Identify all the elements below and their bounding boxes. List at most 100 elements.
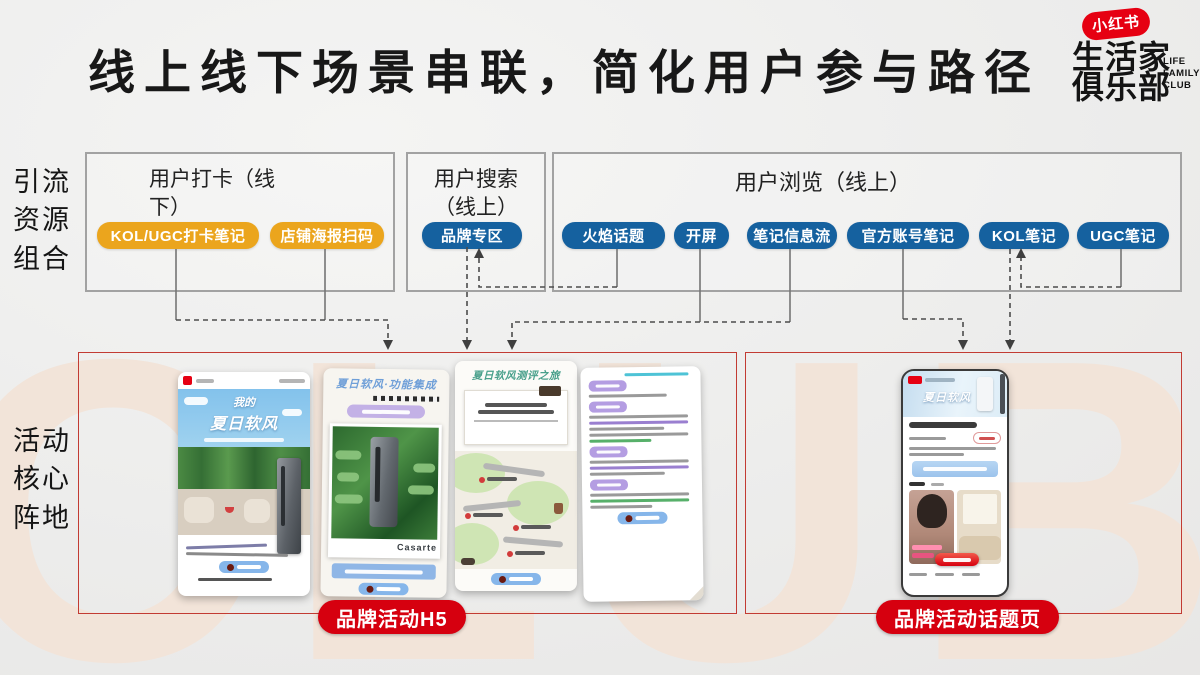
coffee-cup-icon [554, 503, 563, 514]
sofa-shape [184, 497, 214, 523]
blue-banner-button [331, 563, 436, 580]
air-conditioner-illustration [369, 436, 399, 528]
chip-kol-notes[interactable]: KOL笔记 [979, 222, 1069, 249]
chip-ugc-notes[interactable]: UGC笔记 [1077, 222, 1169, 249]
teal-squiggle-decoration [624, 372, 689, 377]
section-label-pill [588, 380, 627, 392]
checker-strip-decoration [373, 395, 440, 402]
flow-box-title: 用户打卡（线下） [149, 168, 275, 220]
logo-english-text: LIFE FAMILY CLUB [1163, 56, 1200, 92]
tab-active-placeholder [909, 482, 925, 486]
side-label-line: 资源 [13, 205, 71, 236]
cloud-shape [282, 409, 302, 416]
air-conditioner-illustration [977, 377, 993, 411]
air-conditioner-illustration [277, 458, 301, 554]
window-shape [962, 494, 997, 524]
handwriting-placeholder [185, 552, 289, 557]
feature-chip [413, 463, 436, 473]
h5-subtitle-placeholder [204, 438, 284, 442]
rule-text-placeholder [590, 492, 689, 497]
rule-text-placeholder [589, 459, 689, 464]
label-text-placeholder [596, 483, 622, 487]
chip-kol-ugc-checkin-note[interactable]: KOL/UGC打卡笔记 [97, 222, 259, 249]
rule-text-placeholder [589, 465, 689, 470]
h5-cta-button [358, 582, 409, 596]
handwriting-placeholder [198, 578, 273, 581]
rule-text-placeholder [589, 438, 652, 443]
note-card [464, 386, 568, 445]
zone-label-brand-topic-page: 品牌活动话题页 [876, 600, 1059, 634]
engagement-placeholder [935, 573, 954, 576]
note-text-placeholder [485, 403, 547, 407]
button-dot-icon [499, 575, 506, 583]
logo-brand-text: 生活家 俱乐部 [1072, 39, 1196, 106]
sofa-shape [244, 499, 270, 523]
h5-hero-sky: 我的 夏日软风 [178, 389, 310, 447]
car-icon [461, 558, 475, 565]
rules-section [588, 379, 693, 398]
map-pin-icon [513, 525, 551, 531]
polaroid-photo: Casarte [327, 423, 442, 559]
chip-splash-screen[interactable]: 开屏 [674, 222, 729, 249]
logo-brand-line1: 生活家 [1072, 39, 1172, 75]
h5-map-title: 夏日软风测评之旅 [472, 370, 560, 382]
button-text-placeholder [376, 586, 401, 592]
feed-card-interior [956, 490, 1001, 564]
road-shape [502, 536, 564, 548]
chip-official-account-notes[interactable]: 官方账号笔记 [847, 222, 969, 249]
chip-note-feed[interactable]: 笔记信息流 [747, 222, 837, 249]
engagement-row [909, 570, 1001, 579]
feature-chip [337, 472, 360, 482]
flow-box-title-line2: （线上） [434, 196, 518, 220]
feature-chip [334, 494, 363, 504]
rule-text-placeholder [589, 432, 689, 437]
button-text-placeholder [509, 577, 533, 581]
button-text-placeholder [635, 515, 660, 521]
watermelon-shape [225, 507, 234, 513]
section-label-pill [588, 401, 627, 413]
note-feed [909, 490, 1001, 566]
header-text-placeholder [196, 378, 214, 383]
phone-screenshot-h5-poster: 我的 夏日软风 [178, 372, 310, 596]
flow-box-title-line1: 用户搜索 [434, 168, 518, 191]
overlay-text-placeholder [912, 553, 934, 558]
green-patch [455, 453, 505, 493]
xiaohongshu-life-family-club-logo: 小红书 生活家 俱乐部 LIFE FAMILY CLUB [1072, 6, 1200, 106]
rule-text-placeholder [589, 471, 665, 476]
note-text-placeholder [478, 410, 554, 414]
xiaohongshu-mini-logo-icon [908, 376, 922, 384]
label-text-placeholder [595, 405, 620, 409]
side-label-line: 阵地 [13, 502, 71, 533]
phone-screenshot-h5-map: 夏日软风测评之旅 [455, 361, 577, 591]
xiaohongshu-mini-logo-icon [183, 376, 192, 385]
join-pill [973, 432, 1001, 444]
button-dot-icon [366, 585, 374, 593]
page-fold-decoration [689, 586, 704, 601]
rule-text-placeholder [588, 393, 667, 398]
overlay-text-placeholder [912, 545, 942, 550]
chip-store-poster-qrcode[interactable]: 店铺海报扫码 [270, 222, 384, 249]
h5-cta-button [219, 561, 269, 573]
button-dot-icon [625, 514, 633, 522]
journey-map-illustration [455, 451, 577, 569]
label-text-placeholder [595, 384, 620, 388]
h5-header [178, 372, 310, 389]
chip-brand-zone[interactable]: 品牌专区 [422, 222, 522, 249]
h5-title-big: 夏日软风 [209, 416, 278, 433]
header-text-placeholder [279, 378, 305, 383]
phone-screenshot-h5-feature: 夏日软风·功能集成 Casarte [320, 368, 450, 598]
topic-body [903, 417, 1007, 584]
engagement-placeholder [909, 573, 928, 576]
logo-brand-line2: 俱乐部 [1072, 69, 1172, 106]
zone-label-brand-campaign-h5: 品牌活动H5 [318, 600, 466, 634]
topic-banner: 夏日软风 [903, 371, 1007, 417]
topic-meta-row [909, 432, 1001, 444]
h5-cta-button [491, 573, 541, 585]
flow-box-title: 用户搜索 （线上） [408, 166, 544, 223]
cloud-shape [184, 397, 208, 405]
chip-fire-topic[interactable]: 火焰话题 [562, 222, 665, 249]
xiaohongshu-badge: 小红书 [1080, 6, 1152, 42]
rule-text-placeholder [590, 504, 653, 509]
side-label-line: 核心 [13, 464, 71, 495]
